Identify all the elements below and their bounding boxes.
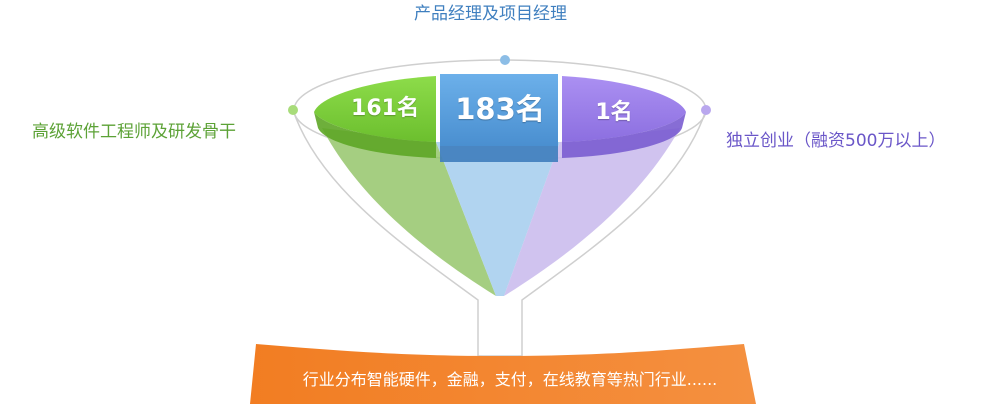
dot-top [500,55,510,65]
cone-purple [504,128,680,296]
segment-green-side [314,112,436,158]
dot-left [288,105,298,115]
segment-blue [440,74,558,146]
banner [250,344,756,404]
center-count: 183名 [455,92,545,126]
left-label: 高级软件工程师及研发骨干 [32,122,236,142]
left-count: 161名 [351,96,419,121]
cone-green [322,128,496,296]
right-label: 独立创业（融资500万以上） [726,131,946,151]
segment-purple-side [562,112,686,158]
segment-blue-side [440,146,558,162]
segment-green [314,76,436,142]
segment-purple [562,76,686,142]
top-label: 产品经理及项目经理 [414,4,567,24]
right-count: 1名 [595,100,633,125]
banner-text: 行业分布智能硬件，金融，支付，在线教育等热门行业...... [302,370,718,389]
cone-blue [436,142,560,296]
dot-right [701,105,711,115]
